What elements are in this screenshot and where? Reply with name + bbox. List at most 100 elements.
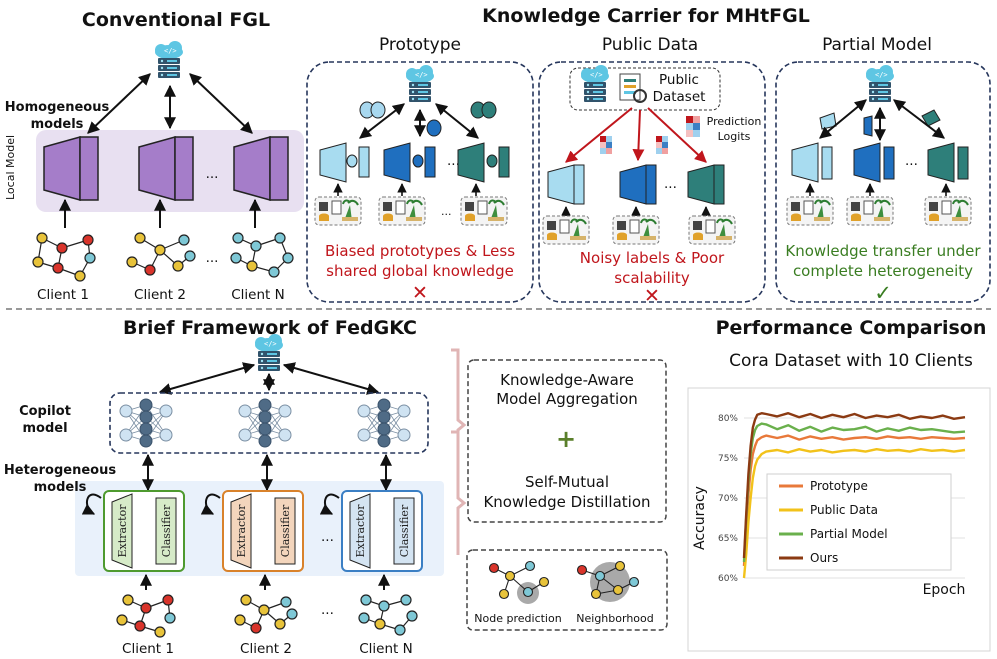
plus-icon: + [556,425,576,453]
client-label-2: Client 2 [134,287,186,303]
public-dataset-icon [619,73,647,103]
public-dataset-label-1: Public [659,72,699,88]
prototype-verdict-icon: ✕ [412,282,428,304]
public-server-icon [581,65,609,102]
hetero-model-1 [81,490,185,572]
copilot-label-1: Copilot [19,404,71,419]
public-caption-2: scalability [614,269,690,287]
prototype-client-model-1 [319,142,370,183]
chart-legend [766,473,952,571]
partial-model-heading: Partial Model [822,35,932,55]
framework-client-label-2: Client 2 [240,641,292,657]
module-1-line-2: Model Aggregation [496,390,638,408]
partial-model-panel [775,61,991,303]
framework-client-label-1: Client 1 [122,641,174,657]
legend-label: Ours [810,551,838,565]
public-client-model-2 [619,164,657,205]
partial-model-ellipsis: ... [905,153,918,169]
logits-label-2: Logits [718,130,751,143]
chart-y-tick-label: 80% [718,414,738,424]
classifier-label-n: Classifier [398,504,411,557]
partial-caption-1: Knowledge transfer under [785,242,981,260]
legend-label: Prototype [810,479,868,493]
public-dataset-label-2: Dataset [653,89,706,105]
extractor-label-n: Extractor [354,504,367,558]
partial-client-model-2 [853,142,895,183]
local-model-label: Local Model [4,135,17,200]
legend-label: Partial Model [810,527,888,541]
public-client-model-n [687,164,725,205]
partial-client-model-1 [791,142,833,183]
prototype-model-ellipsis: ... [447,153,460,169]
partial-local-data-2 [846,196,894,226]
prototype-server-icon [406,65,434,102]
copilot-network-2 [238,398,292,448]
public-verdict-icon: ✕ [644,285,660,307]
prototype-caption-2: shared global knowledge [326,262,514,280]
hetero-model-n [319,490,423,572]
prototype-client-model-n [457,142,510,183]
client-label-n: Client N [231,287,284,303]
series-line-ours [742,412,966,559]
public-local-data-n [688,215,736,245]
chart-y-tick-label: 60% [718,574,738,584]
modules-box [467,359,667,523]
extractor-label-2: Extractor [235,504,248,558]
partial-server-icon [866,65,894,102]
task-1-label: Node prediction [474,612,561,625]
partial-local-data-1 [786,196,834,226]
framework-graph-ellipsis: ... [321,602,334,618]
client-graph-n [230,232,294,278]
chart-y-tick-label: 70% [718,494,738,504]
performance-subtitle: Cora Dataset with 10 Clients [729,351,973,371]
framework-client-label-n: Client N [359,641,412,657]
copilot-network-1 [119,398,173,448]
prototype-local-data-n [460,196,508,226]
public-caption-1: Noisy labels & Poor [580,249,725,267]
hetero-label-2: models [34,480,87,495]
logits-icon-2 [600,136,612,154]
prototype-data-ellipsis: ... [441,205,452,218]
homogeneous-model-n [233,136,289,201]
graph-ellipsis: ... [206,250,219,266]
node-prediction-graph [488,560,550,604]
homogeneous-model-2 [138,136,194,201]
public-local-data-1 [542,215,590,245]
public-local-data-2 [612,215,660,245]
copilot-network-n [357,398,411,448]
brace-distillation [451,430,467,555]
framework-title: Brief Framework of FedGKC [123,317,417,339]
prototype-local-data-1 [314,196,362,226]
public-data-heading: Public Data [602,35,698,55]
partial-local-data-n [924,196,972,226]
partial-verdict-icon: ✓ [874,281,892,305]
prototype-local-data-2 [378,196,426,226]
prototype-heading: Prototype [379,35,461,55]
public-client-model-1 [547,164,585,205]
hetero-model-2 [200,490,304,572]
classifier-label-1: Classifier [160,504,173,557]
partial-client-model-n [927,142,969,183]
legend-label: Public Data [810,503,878,517]
conventional-title: Conventional FGL [82,9,270,31]
module-2-line-1: Self-Mutual [525,473,609,491]
prototype-caption-1: Biased prototypes & Less [325,242,515,260]
partial-caption-2: complete heterogeneity [793,262,973,280]
neighborhood-graph [576,560,640,602]
chart-xlabel: Epoch [923,582,966,598]
series-line-public-data [742,448,966,579]
model-ellipsis: ... [206,166,219,182]
homogeneous-label-1: Homogeneous [5,100,110,115]
performance-title: Performance Comparison [716,317,987,339]
hetero-label-1: Heterogeneous [4,463,116,478]
prototype-tokens [359,101,497,137]
framework-client-graph-1 [116,594,176,638]
chart-y-tick-label: 75% [718,454,738,464]
prototype-panel [306,61,534,303]
framework-client-graph-2 [234,594,298,634]
logits-icon [686,116,700,137]
chart-frame [687,387,991,652]
extractor-label-1: Extractor [116,504,129,558]
module-2-line-2: Knowledge Distillation [483,493,650,511]
